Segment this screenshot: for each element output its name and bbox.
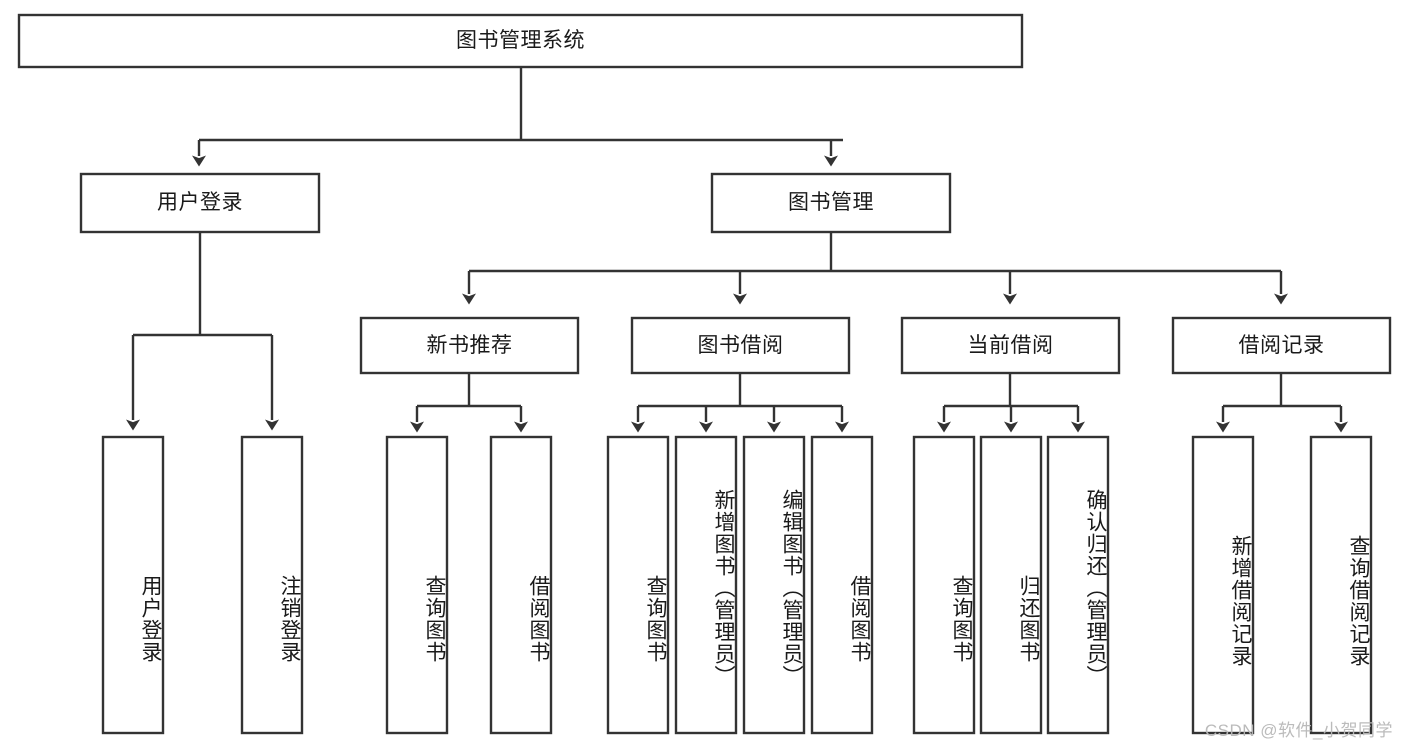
node-leaf-return-book-box[interactable] (979, 435, 1043, 735)
node-leaf-add-book-box[interactable] (674, 435, 738, 735)
node-root-box[interactable] (17, 13, 1024, 69)
node-leaf-borrow-book-2-box[interactable] (810, 435, 874, 735)
node-leaf-add-record-box[interactable] (1191, 435, 1255, 735)
node-leaf-user-login-box[interactable] (101, 435, 165, 735)
node-book-borrow-box[interactable] (630, 316, 851, 375)
node-book-manage-box[interactable] (710, 172, 952, 234)
node-leaf-query-book-3-box[interactable] (912, 435, 976, 735)
node-new-book-rec-box[interactable] (359, 316, 580, 375)
node-leaf-logout-box[interactable] (240, 435, 304, 735)
watermark-text: CSDN @软件_小贺同学 (1204, 721, 1393, 740)
node-borrow-record-box[interactable] (1171, 316, 1392, 375)
node-leaf-query-book-1-box[interactable] (385, 435, 449, 735)
node-leaf-query-record-box[interactable] (1309, 435, 1373, 735)
node-leaf-query-book-2-box[interactable] (606, 435, 670, 735)
node-current-borrow-box[interactable] (900, 316, 1121, 375)
node-user-login-box[interactable] (79, 172, 321, 234)
node-leaf-borrow-book-1-box[interactable] (489, 435, 553, 735)
node-leaf-edit-book-box[interactable] (742, 435, 806, 735)
node-leaf-confirm-return-box[interactable] (1046, 435, 1110, 735)
